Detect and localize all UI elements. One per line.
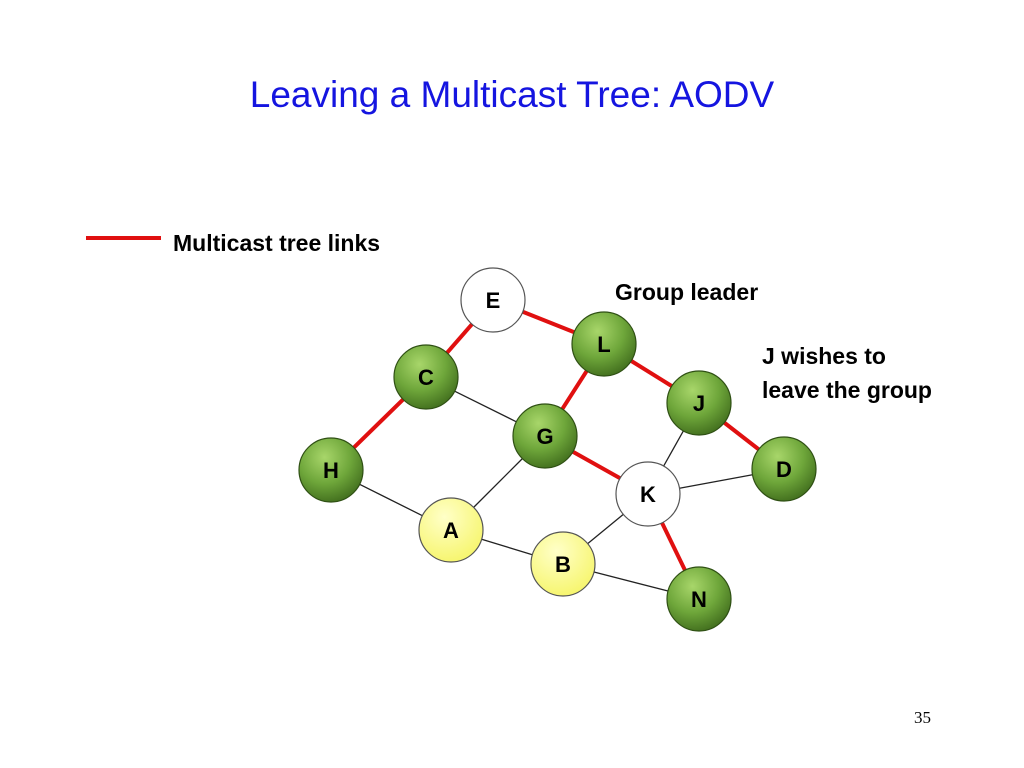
node-circle-B: [530, 531, 596, 597]
tree-link-L-J: [630, 359, 673, 388]
node-D: D: [751, 436, 817, 502]
link-K-J: [663, 430, 684, 467]
node-circle-A: [418, 497, 484, 563]
node-circle-D: [751, 436, 817, 502]
node-B: B: [530, 531, 596, 597]
tree-link-J-D: [723, 421, 760, 451]
node-label-D: D: [776, 457, 792, 482]
tree-link-L-G: [560, 369, 589, 411]
node-L: L: [571, 311, 637, 377]
link-A-B: [481, 538, 533, 556]
node-circle-H: [298, 437, 364, 503]
node-label-A: A: [443, 518, 459, 543]
node-E: E: [460, 267, 526, 333]
link-B-N: [593, 571, 669, 592]
group-leader-label: Group leader: [615, 279, 759, 305]
link-B-K: [587, 513, 624, 545]
node-label-K: K: [640, 482, 656, 507]
node-circle-N: [666, 566, 732, 632]
node-G: G: [512, 403, 578, 469]
legend-tree-link-swatch: [86, 236, 161, 240]
node-label-B: B: [555, 552, 571, 577]
node-label-G: G: [536, 424, 553, 449]
node-circle-K: [615, 461, 681, 527]
tree-link-K-N: [660, 521, 687, 572]
node-label-N: N: [691, 587, 707, 612]
legend-label: Multicast tree links: [173, 230, 381, 256]
node-circle-C: [393, 344, 459, 410]
node-N: N: [666, 566, 732, 632]
tree-link-C-H: [352, 397, 405, 450]
link-A-G: [473, 458, 523, 508]
node-circle-G: [512, 403, 578, 469]
node-label-H: H: [323, 458, 339, 483]
node-H: H: [298, 437, 364, 503]
node-circle-J: [666, 370, 732, 436]
node-label-E: E: [486, 288, 501, 313]
node-circle-L: [571, 311, 637, 377]
node-circle-E: [460, 267, 526, 333]
node-J: J: [666, 370, 732, 436]
node-label-C: C: [418, 365, 434, 390]
j-wishes-line2: leave the group: [762, 377, 932, 403]
node-label-J: J: [693, 391, 705, 416]
node-C: C: [393, 344, 459, 410]
link-H-A: [359, 483, 423, 517]
link-K-D: [679, 474, 753, 489]
node-K: K: [615, 461, 681, 527]
tree-link-E-C: [445, 322, 474, 355]
tree-link-E-L: [522, 309, 575, 335]
node-label-L: L: [597, 332, 610, 357]
page-number: 35: [914, 708, 931, 727]
tree-link-G-K: [571, 449, 622, 481]
j-wishes-line1: J wishes to: [762, 343, 886, 369]
node-A: A: [418, 497, 484, 563]
link-C-G: [454, 390, 517, 423]
slide-title: Leaving a Multicast Tree: AODV: [249, 74, 775, 115]
